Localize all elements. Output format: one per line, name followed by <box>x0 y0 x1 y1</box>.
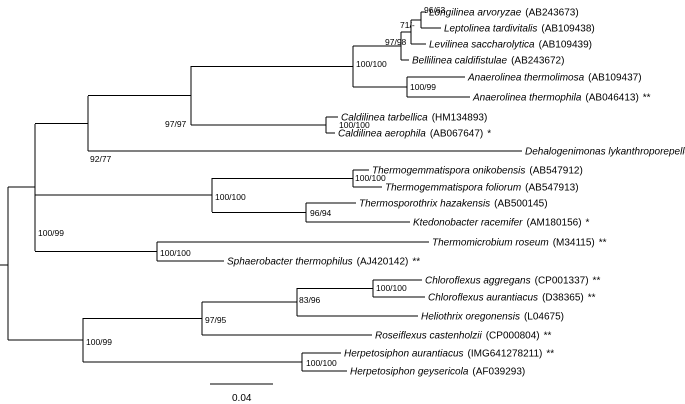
taxon-name: Chloroflexus aggregans <box>425 276 531 287</box>
taxon-label-t2: Leptolinea tardivitalis (AB109438) <box>444 24 595 35</box>
taxon-label-t7: Caldilinea tarbellica (HM134893) <box>341 113 487 124</box>
support-value-n_t1t4: 97/98 <box>385 37 407 47</box>
taxon-label-t8: Caldilinea aerophila (AB067647) * <box>338 129 491 140</box>
taxon-name: Dehalogenimonas lykanthroporepellens <box>525 147 685 158</box>
taxon-name: Herpetosiphon geysericola <box>350 367 469 378</box>
taxon-accession: (AJ420142) <box>357 257 409 268</box>
taxon-name: Caldilinea tarbellica <box>341 113 428 124</box>
scale-bar-label: 0.04 <box>232 393 252 404</box>
taxon-label-t13: Ktedonobacter racemifer (AM180156) * <box>413 218 590 229</box>
taxon-accession: (HM134893) <box>432 113 488 124</box>
taxon-label-t10: Thermogemmatispora onikobensis (AB547912) <box>372 166 583 177</box>
taxon-accession: (L04675) <box>524 312 564 323</box>
support-value-n_ktedono: 100/100 <box>215 192 246 202</box>
taxon-label-t15: Sphaerobacter thermophilus (AJ420142)** <box>227 257 420 268</box>
taxon-name: Thermogemmatispora onikobensis <box>372 166 525 177</box>
taxon-label-t3: Levilinea saccharolytica (AB109439) <box>429 40 592 51</box>
taxon-mark: ** <box>544 331 552 342</box>
taxon-name: Anaerolinea thermolimosa <box>467 73 585 84</box>
taxon-name: Thermosporothrix hazakensis <box>359 199 490 210</box>
taxon-name: Chloroflexus aurantiacus <box>428 293 538 304</box>
support-value-n_main: 100/99 <box>38 228 64 238</box>
taxon-name: Anaerolinea thermophila <box>472 93 582 104</box>
taxon-label-t20: Herpetosiphon aurantiacus (IMG641278211)*… <box>344 349 554 360</box>
taxon-mark: ** <box>643 93 651 104</box>
taxon-accession: (D38365) <box>542 293 584 304</box>
taxon-label-t14: Thermomicrobium roseum (M34115) ** <box>432 238 607 249</box>
taxon-accession: (AB547912) <box>529 166 582 177</box>
support-value-n_t7t8: 100/100 <box>339 120 370 130</box>
taxon-label-t6: Anaerolinea thermophila(AB046413) ** <box>472 93 651 104</box>
support-value-n_anaero: 100/100 <box>356 59 387 69</box>
taxon-label-t18: Heliothrix oregonensis (L04675) <box>421 312 564 323</box>
taxon-name: Levilinea saccharolytica <box>429 40 535 51</box>
support-value-n_t1t2: 96/63 <box>424 5 446 15</box>
taxon-label-t4: Bellilinea caldifistulae (AB243672) <box>412 56 564 67</box>
taxon-name: Thermogemmatispora foliorum <box>385 183 521 194</box>
taxon-label-t12: Thermosporothrix hazakensis (AB500145) <box>359 199 548 210</box>
taxon-accession: (AB243673) <box>525 8 578 19</box>
taxon-accession: (AB109437) <box>588 73 641 84</box>
taxon-accession: (AB547913) <box>525 183 578 194</box>
taxon-accession: (IMG641278211) <box>468 349 543 360</box>
taxon-mark: * <box>487 129 491 140</box>
support-value-n_t1t3: 71/- <box>400 20 415 30</box>
taxon-label-t5: Anaerolinea thermolimosa(AB109437) <box>467 73 642 84</box>
taxon-name: Heliothrix oregonensis <box>421 312 520 323</box>
support-value-n_t16t17: 100/100 <box>376 283 407 293</box>
taxon-mark: ** <box>546 349 554 360</box>
taxon-accession: (AB109439) <box>539 40 592 51</box>
taxon-name: Herpetosiphon aurantiacus <box>344 349 464 360</box>
taxon-accession: (CP000804) <box>486 331 540 342</box>
support-value-n_chloroflexi: 97/95 <box>205 315 227 325</box>
taxon-label-t11: Thermogemmatispora foliorum (AB547913) <box>385 183 579 194</box>
taxon-accession: (AB500145) <box>494 199 547 210</box>
taxon-mark: ** <box>412 257 420 268</box>
taxon-accession: (M34115) <box>553 238 595 249</box>
taxon-mark: ** <box>599 238 607 249</box>
support-value-n_thermomicro: 100/100 <box>160 248 191 258</box>
support-value-n_t16t18: 83/96 <box>299 295 321 305</box>
taxon-accession: (AF039293) <box>472 367 525 378</box>
support-value-n_t10t11: 100/100 <box>355 173 386 183</box>
taxon-mark: ** <box>593 276 601 287</box>
support-value-n_caldil: 97/97 <box>165 119 187 129</box>
taxon-accession: (CP001337) <box>535 276 589 287</box>
taxon-name: Bellilinea caldifistulae <box>412 56 507 67</box>
taxon-label-t1: Longilinea arvoryzae(AB243673) <box>429 8 579 19</box>
taxon-name: Leptolinea tardivitalis <box>444 24 537 35</box>
support-value-n_t12t13: 96/94 <box>310 208 332 218</box>
taxon-accession: (AB046413) <box>585 93 638 104</box>
taxon-name: Longilinea arvoryzae <box>429 8 522 19</box>
support-value-n_herpeto: 100/100 <box>306 358 337 368</box>
taxon-accession: (AB243672) <box>511 56 564 67</box>
support-value-n_lower: 100/99 <box>86 337 112 347</box>
support-value-n_with_dehalo: 92/77 <box>90 154 112 164</box>
taxon-accession: (AM180156) <box>527 218 582 229</box>
taxon-label-t21: Herpetosiphon geysericola(AF039293) <box>350 367 525 378</box>
taxon-label-t19: Roseiflexus castenholzii (CP000804) ** <box>375 331 552 342</box>
taxon-label-t16: Chloroflexus aggregans (CP001337) ** <box>425 276 600 287</box>
taxon-accession: (AB067647) <box>430 129 483 140</box>
taxon-label-t17: Chloroflexus aurantiacus (D38365) ** <box>428 293 596 304</box>
taxon-mark: ** <box>588 293 596 304</box>
taxon-name: Thermomicrobium roseum <box>432 238 549 249</box>
taxon-label-t9: Dehalogenimonas lykanthroporepellens(EU6… <box>525 147 685 158</box>
taxon-mark: * <box>586 218 590 229</box>
taxon-name: Roseiflexus castenholzii <box>375 331 482 342</box>
taxon-name: Ktedonobacter racemifer <box>413 218 523 229</box>
support-value-n_t5t6: 100/99 <box>410 82 436 92</box>
taxon-name: Caldilinea aerophila <box>338 129 426 140</box>
taxon-name: Sphaerobacter thermophilus <box>227 257 353 268</box>
taxon-accession: (AB109438) <box>541 24 594 35</box>
